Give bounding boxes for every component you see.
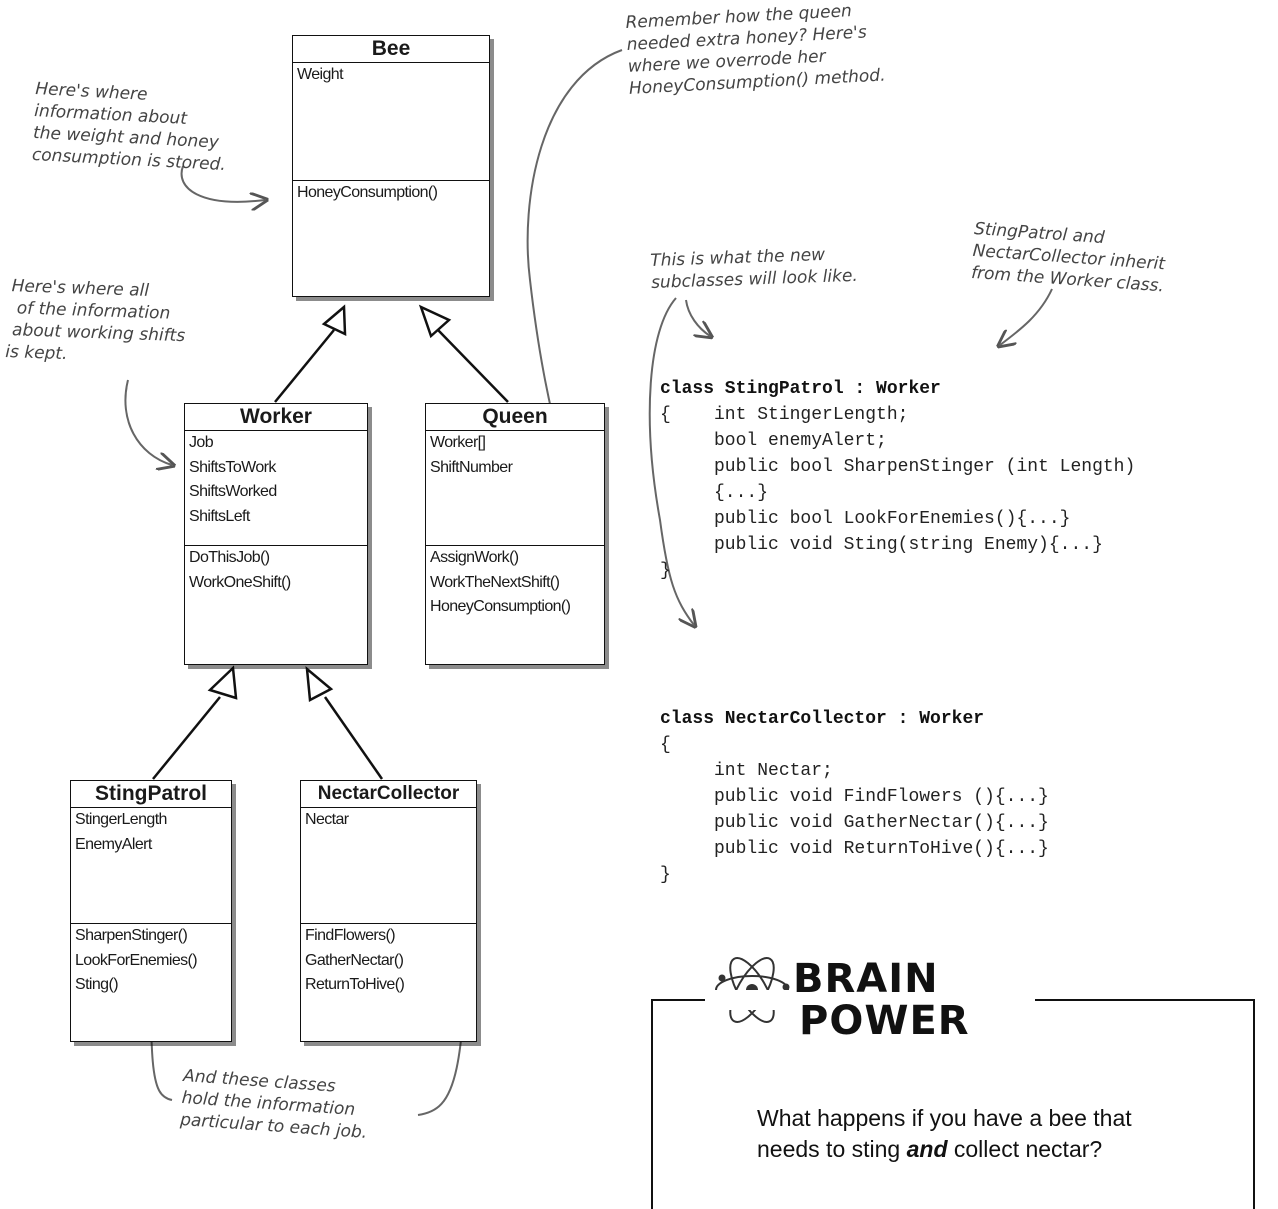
worker-class-box: Worker Job ShiftsToWork ShiftsWorked Shi… bbox=[184, 403, 368, 665]
field: ShiftsLeft bbox=[189, 507, 250, 525]
annotation-inherit: StingPatrol and NectarCollector inherit … bbox=[970, 218, 1166, 297]
code-line: int Nectar; bbox=[660, 761, 833, 781]
field: ShiftsToWork bbox=[189, 458, 276, 476]
code-nectarcollector: class NectarCollector : Worker { int Nect… bbox=[660, 680, 1049, 914]
method: FindFlowers() bbox=[305, 927, 396, 944]
code-line: public void FindFlowers (){...} bbox=[660, 787, 1049, 807]
method: WorkTheNextShift() bbox=[430, 573, 560, 591]
fields: Job ShiftsToWork ShiftsWorked ShiftsLeft bbox=[185, 431, 367, 546]
class-name: Worker bbox=[185, 404, 367, 431]
arrow-to-worker bbox=[124, 379, 172, 465]
method: LookForEnemies() bbox=[75, 951, 198, 969]
field: Weight bbox=[297, 66, 344, 83]
method: HoneyConsumption() bbox=[297, 184, 438, 201]
inherit-worker-bee bbox=[274, 304, 347, 403]
brain-power-question: What happens if you have a bee that need… bbox=[757, 1105, 1132, 1162]
field: Job bbox=[189, 434, 214, 451]
method: DoThisJob() bbox=[189, 549, 270, 566]
method: Sting() bbox=[75, 976, 119, 993]
methods: FindFlowers() GatherNectar() ReturnToHiv… bbox=[301, 924, 476, 998]
nectarcollector-class-box: NectarCollector Nectar FindFlowers() Gat… bbox=[300, 780, 477, 1042]
methods: DoThisJob() WorkOneShift() bbox=[185, 546, 367, 595]
method: SharpenStinger() bbox=[75, 927, 188, 944]
stingpatrol-class-box: StingPatrol StingerLength EnemyAlert Sha… bbox=[70, 780, 232, 1042]
field: ShiftsWorked bbox=[189, 483, 277, 500]
code-line: { bbox=[660, 735, 671, 755]
fields: Weight bbox=[293, 63, 489, 181]
methods: HoneyConsumption() bbox=[293, 181, 489, 206]
class-name: Queen bbox=[426, 404, 604, 431]
bee-class-box: Bee Weight HoneyConsumption() bbox=[292, 35, 490, 297]
arrow-to-queen bbox=[526, 49, 623, 455]
fields: Nectar bbox=[301, 808, 476, 924]
code-stingpatrol: class StingPatrol : Worker { int StingerL… bbox=[660, 350, 1135, 610]
methods: SharpenStinger() LookForEnemies() Sting(… bbox=[71, 924, 231, 998]
inherit-nectarcollector-worker bbox=[305, 666, 384, 780]
class-name: NectarCollector bbox=[301, 781, 476, 808]
method: WorkOneShift() bbox=[189, 573, 291, 591]
code-line: } bbox=[660, 561, 671, 581]
method: ReturnToHive() bbox=[305, 976, 405, 993]
annotation-job-classes: And these classes hold the information p… bbox=[179, 1065, 368, 1143]
brain-power-title: BRAIN POWER bbox=[793, 956, 970, 1044]
methods: AssignWork() WorkTheNextShift() HoneyCon… bbox=[426, 546, 604, 620]
method: AssignWork() bbox=[430, 549, 519, 566]
fields: StingerLength EnemyAlert bbox=[71, 808, 231, 924]
brain-power-header-gap bbox=[705, 990, 1035, 1010]
code-line: public void Sting(string Enemy){...} bbox=[660, 535, 1103, 555]
inherit-queen-bee bbox=[418, 304, 509, 403]
code-line: { int StingerLength; bbox=[660, 405, 909, 425]
field: StingerLength bbox=[75, 811, 167, 828]
annotation-queen-override: Remember how the queen needed extra hone… bbox=[625, 1, 886, 99]
field: ShiftNumber bbox=[430, 458, 513, 476]
queen-class-box: Queen Worker[] ShiftNumber AssignWork() … bbox=[425, 403, 605, 665]
code-line: } bbox=[660, 865, 671, 885]
arrow-inherit-note bbox=[1000, 288, 1053, 345]
code-line: public void GatherNectar(){...} bbox=[660, 813, 1049, 833]
code-line: public void ReturnToHive(){...} bbox=[660, 839, 1049, 859]
method: GatherNectar() bbox=[305, 951, 404, 969]
class-name: StingPatrol bbox=[71, 781, 231, 808]
code-line: class StingPatrol : Worker bbox=[660, 379, 941, 399]
field: Nectar bbox=[305, 811, 349, 828]
code-line: bool enemyAlert; bbox=[660, 431, 887, 451]
code-line: public bool LookForEnemies(){...} bbox=[660, 509, 1071, 529]
arrow-subclass-short bbox=[685, 299, 710, 336]
annotation-worker-info: Here's where all of the information abou… bbox=[4, 276, 186, 365]
inherit-stingpatrol-worker bbox=[152, 665, 238, 780]
field: EnemyAlert bbox=[75, 835, 152, 853]
code-line: class NectarCollector : Worker bbox=[660, 709, 985, 729]
method: HoneyConsumption() bbox=[430, 598, 571, 615]
field: Worker[] bbox=[430, 434, 486, 451]
annotation-subclasses: This is what the new subclasses will loo… bbox=[650, 244, 859, 293]
annotation-bee-info: Here's where information about the weigh… bbox=[31, 78, 227, 176]
code-line: public bool SharpenStinger (int Length) bbox=[660, 457, 1136, 477]
code-line: {...} bbox=[660, 483, 769, 503]
fields: Worker[] ShiftNumber bbox=[426, 431, 604, 546]
class-name: Bee bbox=[293, 36, 489, 63]
